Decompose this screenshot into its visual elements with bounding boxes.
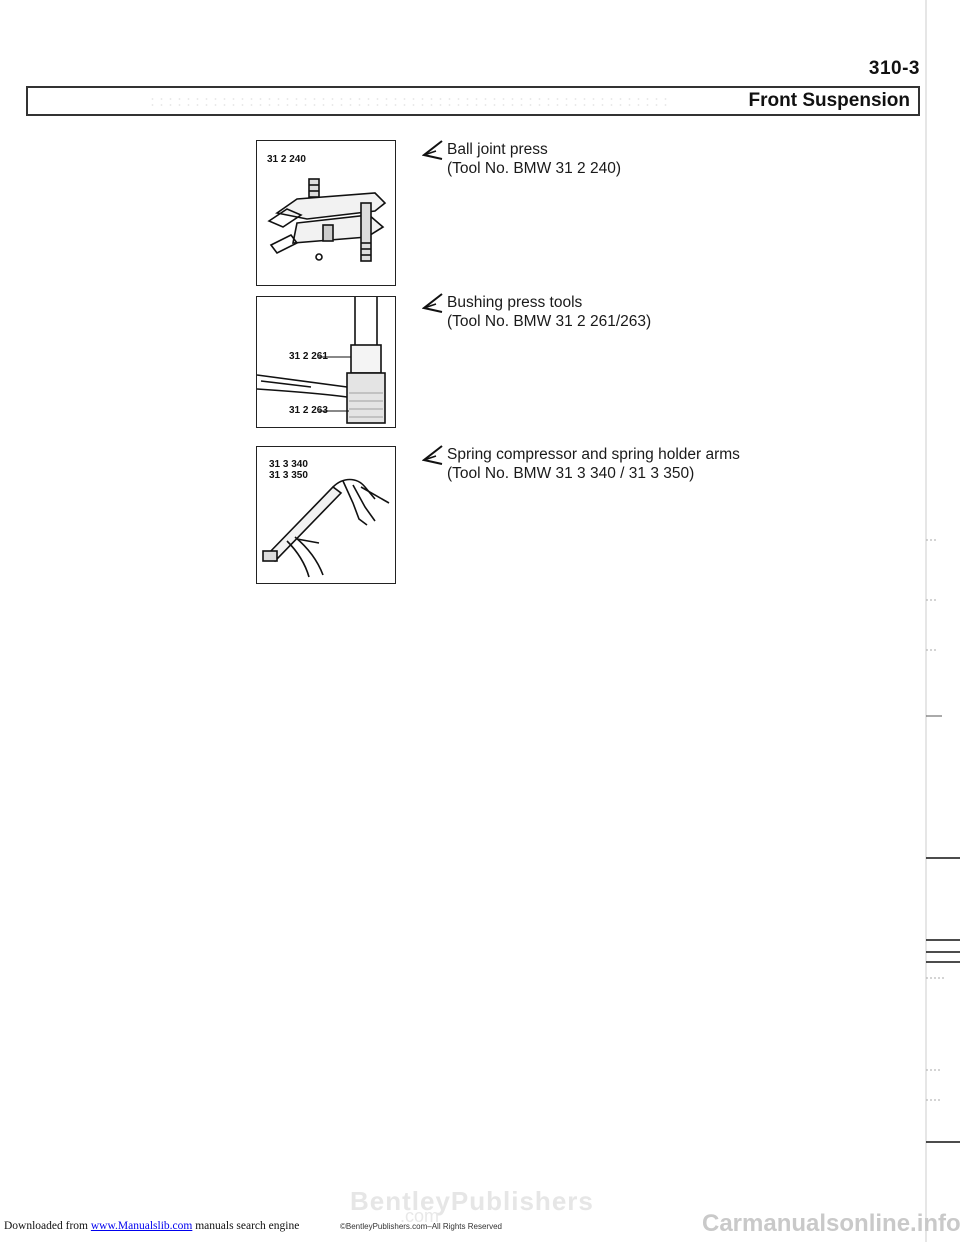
figure-label: 31 3 350	[269, 470, 308, 481]
header-bar: Front Suspension	[26, 86, 920, 116]
watermark-sub: .com	[400, 1206, 440, 1226]
spring-compressor-illustration	[262, 478, 390, 578]
bushing-press-illustration	[257, 297, 386, 424]
copyright-notice: ©BentleyPublishers.com–All Rights Reserv…	[340, 1222, 502, 1231]
download-suffix: manuals search engine	[195, 1220, 300, 1232]
watermark: BentleyPublishers	[350, 1186, 594, 1216]
tool-name: Bushing press tools	[447, 294, 583, 311]
tool-number: (Tool No. BMW 31 2 261/263)	[447, 313, 652, 330]
tool-name: Ball joint press	[447, 141, 548, 158]
download-notice: Downloaded from www.Manualslib.com manua…	[4, 1220, 299, 1232]
figure-label: 31 3 340	[269, 459, 308, 470]
brand-watermark: Carmanualsonline.info	[702, 1210, 960, 1237]
ball-joint-press-illustration	[267, 178, 387, 262]
pointer-arrow-icon	[422, 293, 443, 313]
pointer-arrow-icon	[422, 140, 443, 160]
tool-name: Spring compressor and spring holder arms	[447, 446, 740, 463]
figure-spring-compressor: 31 3 340 31 3 350	[256, 446, 396, 584]
pointer-arrow-icon	[422, 445, 443, 465]
tool-number: (Tool No. BMW 31 2 240)	[447, 160, 622, 177]
figure-label: 31 2 261	[289, 351, 328, 362]
download-prefix: Downloaded from	[4, 1220, 88, 1232]
figure-bushing-press-tools: 31 2 261 31 2 263	[256, 296, 396, 428]
scan-margin-marks	[925, 0, 960, 1242]
figure-label: 31 2 263	[289, 405, 328, 416]
figure-label: 31 2 240	[267, 154, 306, 165]
tool-number: (Tool No. BMW 31 3 340 / 31 3 350)	[447, 465, 695, 482]
section-title: Front Suspension	[748, 90, 911, 111]
scan-noise	[148, 96, 668, 106]
page-number: 310-3	[868, 58, 920, 79]
figure-ball-joint-press: 31 2 240	[256, 140, 396, 286]
manualslib-link[interactable]: www.Manualslib.com	[90, 1220, 193, 1232]
